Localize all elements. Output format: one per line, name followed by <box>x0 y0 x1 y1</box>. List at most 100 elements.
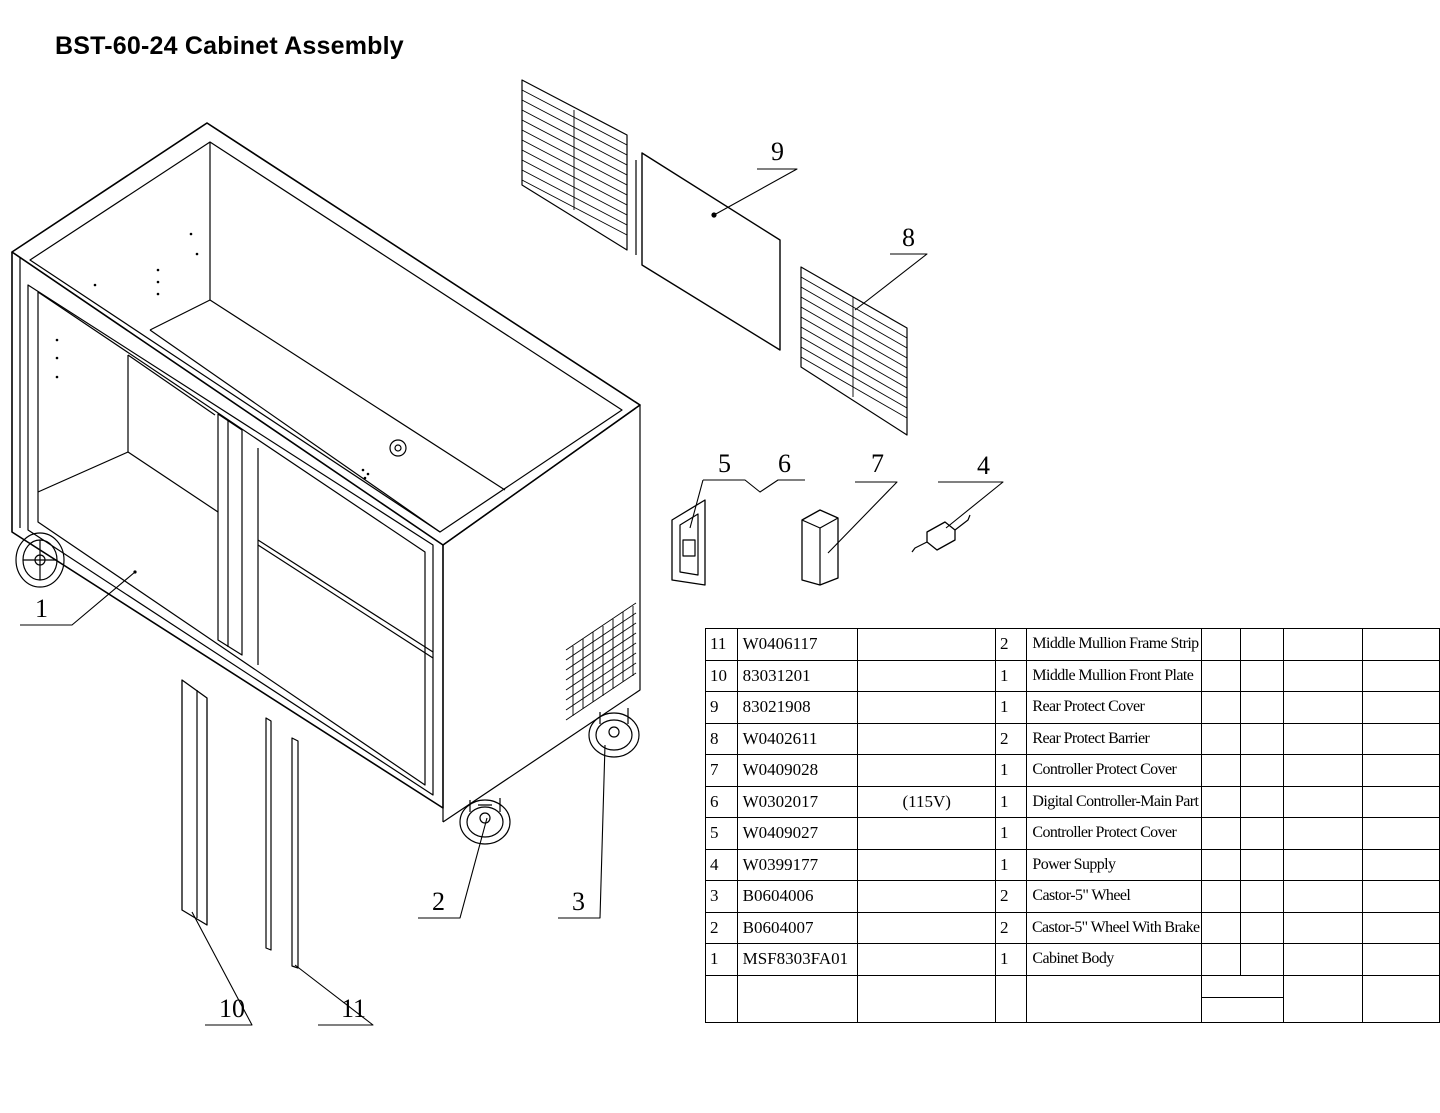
callout-4: 4 <box>977 451 990 480</box>
part-spec <box>857 754 997 787</box>
callout-11: 11 <box>341 994 366 1023</box>
part-item-number: 4 <box>705 848 738 881</box>
blank-cell <box>1283 880 1363 913</box>
part-number: W0409027 <box>736 817 859 850</box>
part-quantity: 2 <box>995 628 1028 661</box>
power-supply <box>911 514 971 553</box>
part-item-number: 7 <box>705 754 738 787</box>
leader-lines <box>20 168 1004 1026</box>
part-item-number: 10 <box>705 659 738 692</box>
blank-cell <box>1239 628 1285 661</box>
digital-controller <box>671 499 706 586</box>
cabinet-body <box>11 122 641 845</box>
callout-1: 1 <box>35 594 48 623</box>
blank-cell <box>1361 817 1440 850</box>
part-name: Digital Controller-Main Part <box>1026 785 1202 818</box>
blank-cell <box>1283 817 1363 850</box>
part-item-number: 6 <box>705 785 738 818</box>
part-item-number: 9 <box>705 691 738 724</box>
callout-6: 6 <box>778 449 791 478</box>
part-name: Power Supply <box>1026 848 1202 881</box>
blank-cell <box>1283 691 1363 724</box>
blank-cell <box>1200 817 1241 850</box>
part-item-number: 2 <box>705 911 738 944</box>
part-spec <box>857 911 997 944</box>
blank-cell <box>1239 817 1285 850</box>
part-spec: (115V) <box>857 785 997 818</box>
blank-cell <box>1283 628 1363 661</box>
part-quantity: 1 <box>995 943 1028 976</box>
callout-7: 7 <box>871 449 884 478</box>
part-name: Castor-5" Wheel <box>1026 880 1202 913</box>
blank-cell <box>1283 659 1363 692</box>
part-name: Controller Protect Cover <box>1026 817 1202 850</box>
part-number: W0399177 <box>736 848 859 881</box>
blank-cell <box>1200 785 1241 818</box>
blank-cell <box>1239 880 1285 913</box>
controller-protect-cover <box>801 509 839 586</box>
part-item-number: 8 <box>705 722 738 755</box>
part-number: W0402611 <box>736 722 859 755</box>
rear-protect-barrier-upper <box>521 79 628 251</box>
part-quantity: 1 <box>995 659 1028 692</box>
part-name: Cabinet Body <box>1026 943 1202 976</box>
part-number: MSF8303FA01 <box>736 943 859 976</box>
part-spec <box>857 880 997 913</box>
blank-cell <box>1361 691 1440 724</box>
part-name: Middle Mullion Frame Strip <box>1026 628 1202 661</box>
part-spec <box>857 817 997 850</box>
blank-cell <box>1283 943 1363 976</box>
blank-cell <box>1239 659 1285 692</box>
part-number: B0604006 <box>736 880 859 913</box>
callout-3: 3 <box>572 887 585 916</box>
castor-wheel-front-right <box>459 798 511 845</box>
blank-cell <box>1283 754 1363 787</box>
blank-cell <box>1200 880 1241 913</box>
blank-cell <box>1361 628 1440 661</box>
part-item-number: 1 <box>705 943 738 976</box>
blank-cell <box>1200 754 1241 787</box>
part-number: 83031201 <box>736 659 859 692</box>
blank-cell <box>1239 722 1285 755</box>
part-item-number: 11 <box>705 628 738 661</box>
blank-cell <box>1239 848 1285 881</box>
part-name: Rear Protect Cover <box>1026 691 1202 724</box>
blank-cell <box>1283 722 1363 755</box>
blank-cell <box>1200 659 1241 692</box>
part-name: Controller Protect Cover <box>1026 754 1202 787</box>
blank-cell <box>1361 754 1440 787</box>
castor-wheel-rear-right <box>588 708 640 758</box>
part-name: Rear Protect Barrier <box>1026 722 1202 755</box>
blank-cell <box>1361 880 1440 913</box>
part-number: B0604007 <box>736 911 859 944</box>
blank-cell <box>1283 911 1363 944</box>
blank-cell <box>1200 628 1241 661</box>
blank-cell <box>1239 943 1285 976</box>
part-spec <box>857 659 997 692</box>
blank-cell <box>1200 943 1241 976</box>
blank-cell <box>1200 691 1241 724</box>
blank-cell <box>1361 848 1440 881</box>
blank-cell <box>1239 785 1285 818</box>
middle-mullion-front-plate <box>181 679 208 926</box>
part-quantity: 1 <box>995 848 1028 881</box>
blank-cell <box>1361 659 1440 692</box>
page-title: BST-60-24 Cabinet Assembly <box>55 32 404 60</box>
blank-cell <box>1361 911 1440 944</box>
callout-2: 2 <box>432 887 445 916</box>
blank-cell <box>1239 691 1285 724</box>
blank-cell <box>1239 911 1285 944</box>
blank-cell <box>1361 943 1440 976</box>
blank-cell <box>1361 785 1440 818</box>
part-quantity: 2 <box>995 911 1028 944</box>
part-number: W0406117 <box>736 628 859 661</box>
side-vent-grille <box>565 602 637 721</box>
part-spec <box>857 943 997 976</box>
